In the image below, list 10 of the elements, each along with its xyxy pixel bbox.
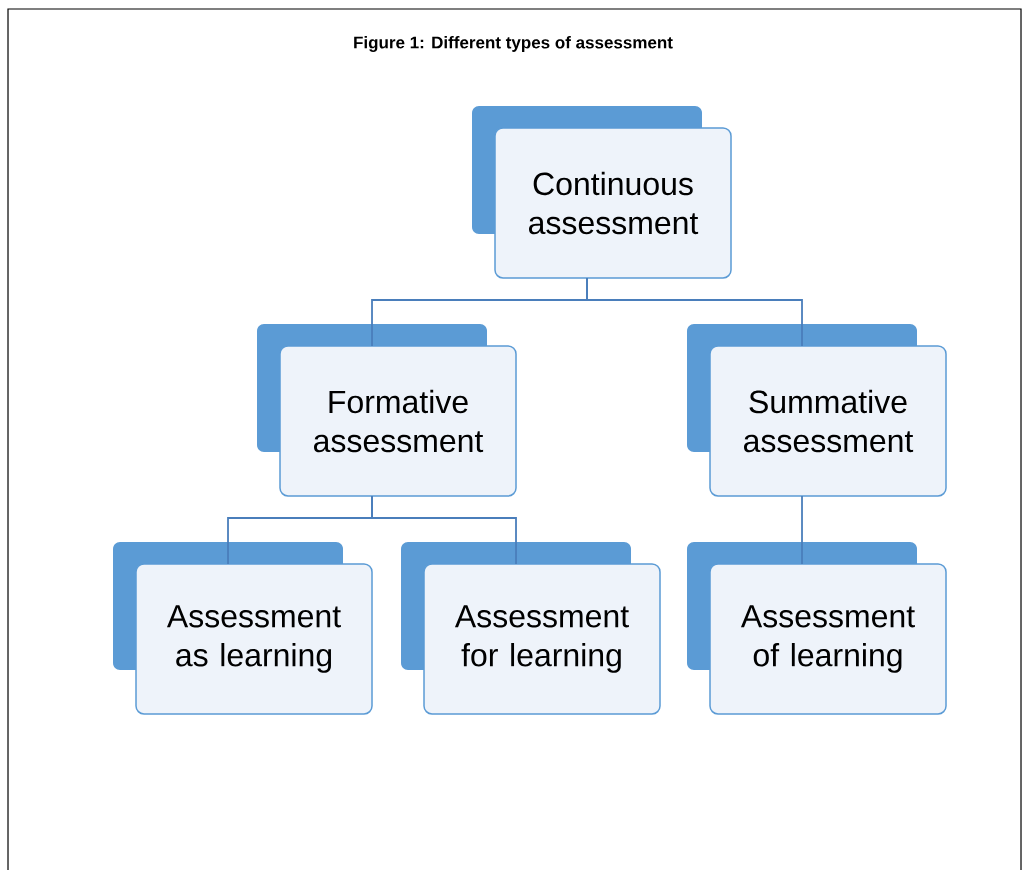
figure-title: Figure 1: Different types of assessment	[354, 36, 673, 52]
node-box: Assessment as learning	[113, 542, 373, 715]
connector-line	[801, 495, 803, 565]
node-box: Assessment of learning	[687, 542, 947, 715]
node-box: Assessment for learning	[401, 542, 661, 715]
connector-line	[371, 495, 517, 565]
connector-line	[586, 277, 803, 347]
node-box: Continuous assessment	[472, 106, 732, 279]
node-box: Summative assessment	[687, 324, 947, 497]
node-box: Formative assessment	[257, 324, 517, 497]
